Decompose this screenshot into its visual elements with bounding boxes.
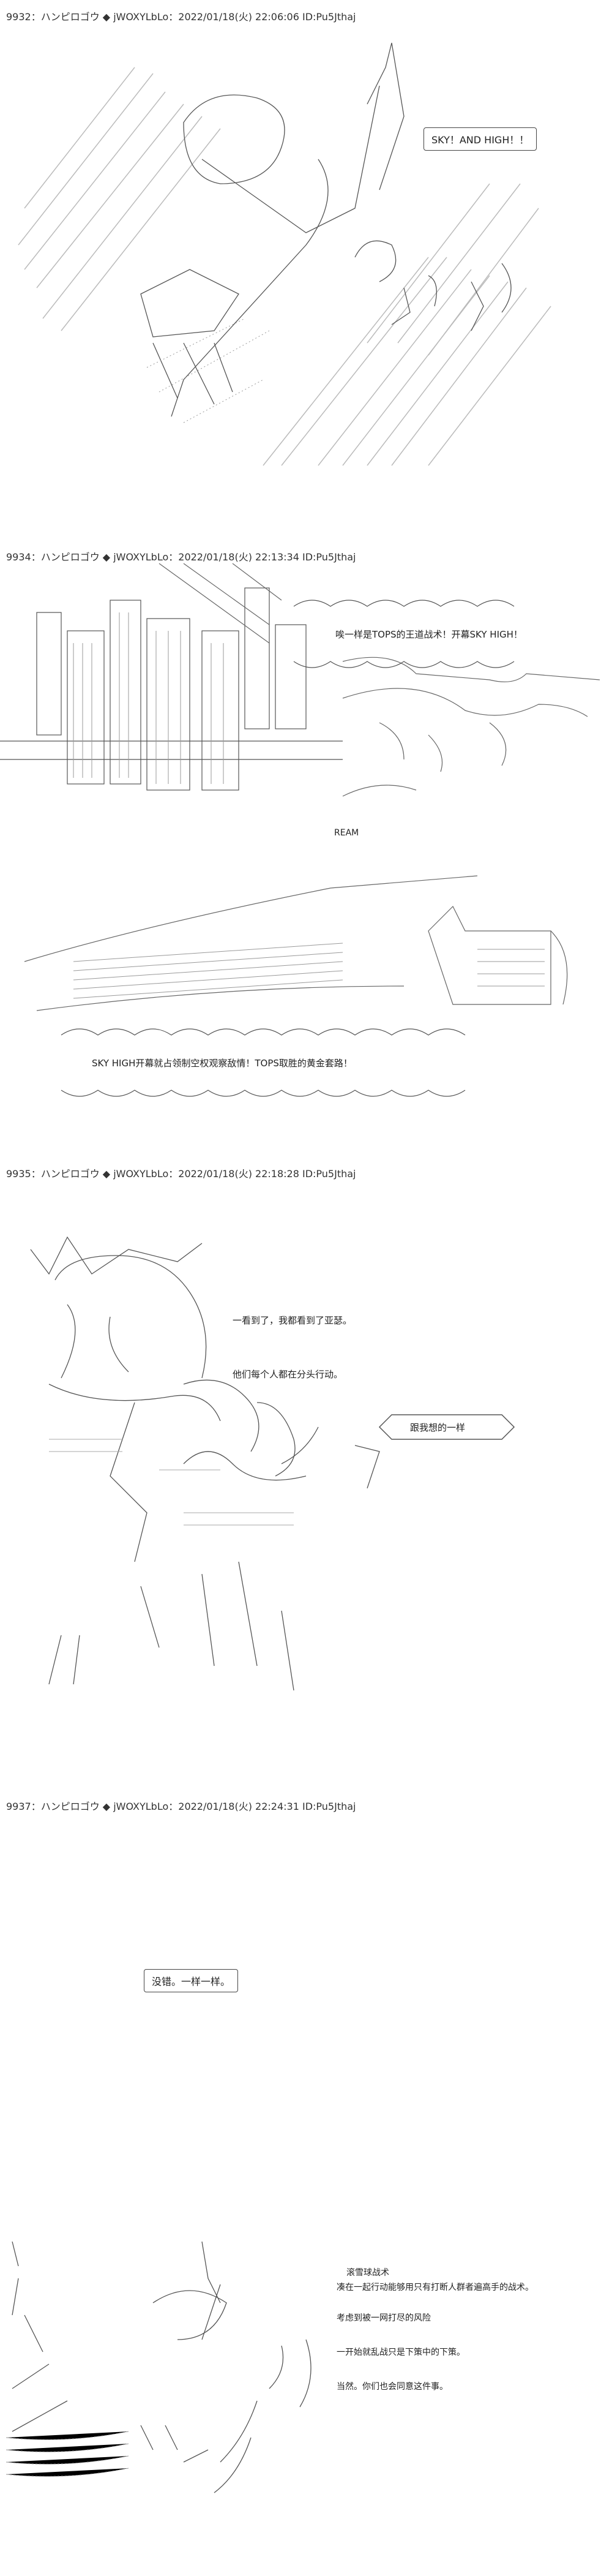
narration-line: 凑在一起行动能够用只有打断人群者遍高手的战术。 (337, 2283, 534, 2292)
city-flight-art (0, 563, 600, 1097)
speech-bubble: 跟我想的一样 (410, 1422, 466, 1433)
narration-line: 滚雪球战术 (346, 2268, 389, 2278)
narration-line: 当然。你们也会同意这件事。 (337, 2382, 448, 2392)
character-art (6, 2241, 312, 2493)
ascii-art-panel: 一看到了，我都看到了亚瑟。 他们每个人都在分头行动。 跟我想的一样 (0, 1182, 612, 1795)
speech-bubble: 没错。一样一样。 (144, 1969, 239, 1992)
speed-lines-art (18, 42, 551, 466)
speech-bubble: SKY！AND HIGH！！ (424, 127, 537, 151)
art-text: REAM (334, 828, 359, 838)
narration-line: 考虑到被一网打尽的风险 (337, 2313, 431, 2323)
character-art (30, 1236, 515, 1691)
caption: 唉一样是TOPS的王道战术！开幕SKY HIGH！ (335, 629, 523, 640)
post-header: 9932：ハンピロゴウ ◆ jWOXYLbLo：2022/01/18(火) 22… (6, 11, 356, 23)
narration-line: 一开始就乱战只是下策中的下策。 (337, 2348, 465, 2357)
post-header: 9937：ハンピロゴウ ◆ jWOXYLbLo：2022/01/18(火) 22… (6, 1801, 356, 1812)
post-header: 9934：ハンピロゴウ ◆ jWOXYLbLo：2022/01/18(火) 22… (6, 551, 356, 563)
ascii-art-panel: SKY！AND HIGH！！ (0, 0, 612, 527)
ascii-art-panel: 没错。一样一样。 滚雪球战术 凑在一起行动能够用只有打断人群者遍高手的战术。 考… (0, 1813, 612, 2576)
caption: SKY HIGH开幕就占领制空权观察敌情！TOPS取胜的黄金套路！ (92, 1058, 353, 1069)
narration-line: 他们每个人都在分头行动。 (233, 1369, 343, 1380)
ascii-art-panel: 唉一样是TOPS的王道战术！开幕SKY HIGH！ REAM SKY HIGH开… (0, 539, 612, 1151)
narration-line: 一看到了，我都看到了亚瑟。 (233, 1315, 353, 1326)
post-header: 9935：ハンピロゴウ ◆ jWOXYLbLo：2022/01/18(火) 22… (6, 1168, 356, 1180)
